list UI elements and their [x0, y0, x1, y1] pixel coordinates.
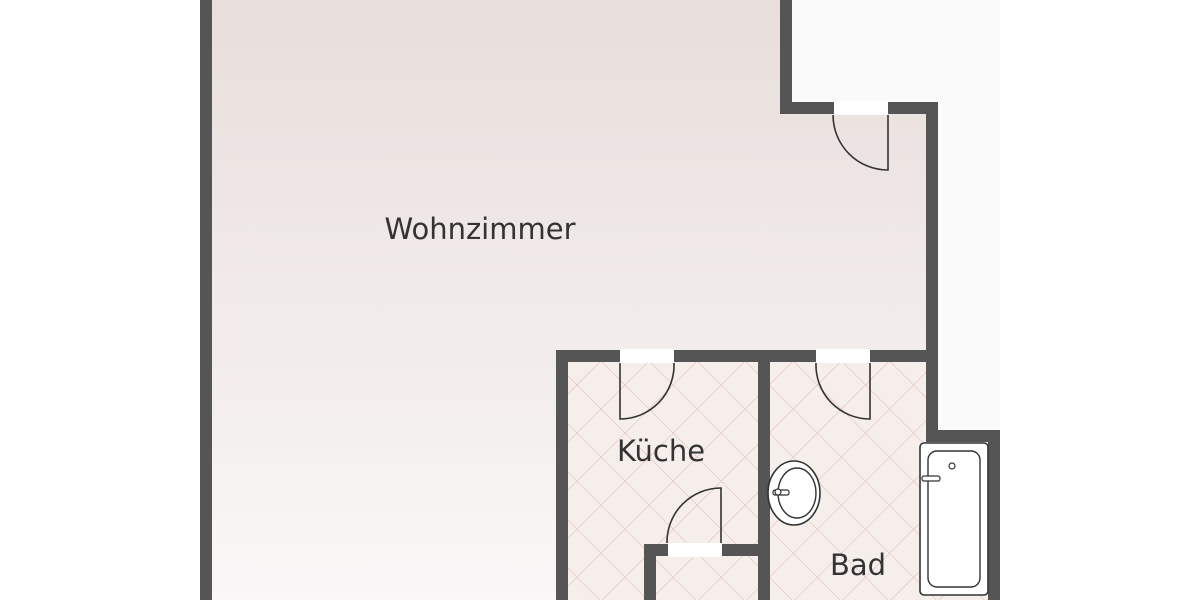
door-opening-bath: [816, 349, 870, 363]
door-swings: [619, 114, 889, 544]
door-opening-entrance: [834, 101, 888, 115]
room-label-living: Wohnzimmer: [384, 212, 575, 246]
room-label-bath: Bad: [830, 548, 886, 582]
wall-kitchen-stub-top-right: [720, 544, 764, 556]
door-swing-icon: [666, 487, 722, 544]
door-opening-kitchen-lower: [668, 543, 722, 557]
wall-kitchen-stub-top-left: [644, 544, 670, 556]
room-label-kitchen: Küche: [617, 434, 705, 468]
wall-left: [200, 0, 212, 600]
wall-bath-right-upper: [926, 350, 938, 442]
wall-right-living: [926, 102, 938, 362]
door-openings: [620, 101, 888, 557]
bathtub-icon: [919, 442, 989, 596]
door-swing-icon: [619, 362, 675, 420]
door-swing-icon: [832, 114, 889, 171]
door-opening-kitchen: [620, 349, 674, 363]
wall-kitchen-bath-top: [556, 350, 938, 362]
living-room-floor: [212, 0, 932, 600]
kitchen-floor: [566, 358, 762, 600]
wall-kitchen-stub-left: [644, 544, 656, 600]
door-swing-icon: [815, 362, 871, 420]
wall-bath-step: [926, 430, 1000, 442]
wall-bath-right: [988, 430, 1000, 600]
washbasin-icon: [767, 460, 821, 526]
wall-kitchen-bath-divider: [758, 350, 770, 600]
wall-notch-vertical: [780, 0, 792, 114]
wall-kitchen-left: [556, 350, 568, 600]
